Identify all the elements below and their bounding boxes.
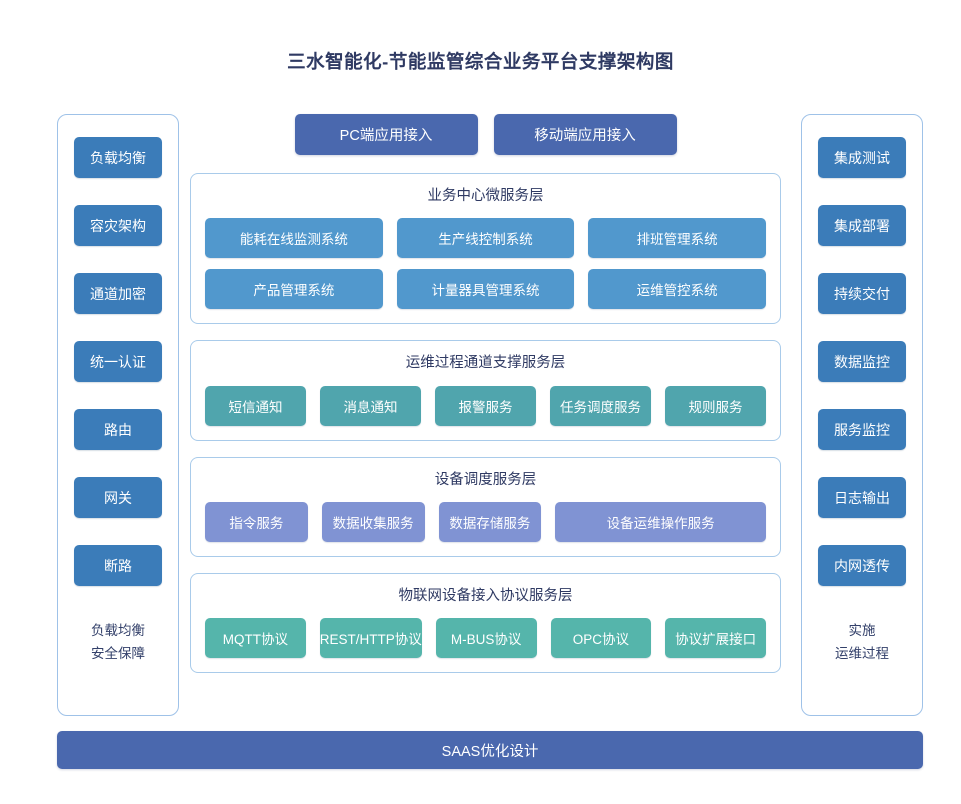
left-pillar-item-2[interactable]: 通道加密	[74, 273, 162, 314]
mobile-access-button[interactable]: 移动端应用接入	[493, 114, 677, 155]
node-product-management[interactable]: 产品管理系统	[205, 269, 383, 310]
left-pillar-item-6[interactable]: 断路	[74, 545, 162, 586]
node-rule-service[interactable]: 规则服务	[665, 385, 766, 426]
left-pillar-item-0[interactable]: 负载均衡	[74, 137, 162, 178]
node-protocol-extension-interface[interactable]: 协议扩展接口	[665, 618, 767, 659]
right-pillar-footer-line1: 实施	[848, 623, 876, 638]
layer-ops: 运维过程通道支撑服务层 短信通知 消息通知 报警服务 任务调度服务 规则服务	[190, 340, 781, 441]
right-pillar-item-2[interactable]: 持续交付	[818, 273, 906, 314]
right-pillar-item-0[interactable]: 集成测试	[818, 137, 906, 178]
saas-bar[interactable]: SAAS优化设计	[57, 731, 923, 769]
right-pillar-item-5[interactable]: 日志输出	[818, 477, 906, 518]
node-task-scheduling-service[interactable]: 任务调度服务	[550, 385, 651, 426]
layer-device-row-0: 指令服务 数据收集服务 数据存储服务 设备运维操作服务	[205, 501, 766, 542]
layer-business: 业务中心微服务层 能耗在线监测系统 生产线控制系统 排班管理系统 产品管理系统 …	[190, 173, 781, 325]
left-pillar: 负载均衡 容灾架构 通道加密 统一认证 路由 网关 断路 负载均衡 安全保障	[57, 114, 179, 716]
left-pillar-item-1[interactable]: 容灾架构	[74, 205, 162, 246]
layer-ops-row-0: 短信通知 消息通知 报警服务 任务调度服务 规则服务	[205, 385, 766, 426]
layer-device-title: 设备调度服务层	[434, 471, 537, 488]
left-pillar-footer-line2: 安全保障	[91, 646, 145, 662]
node-mqtt-protocol[interactable]: MQTT协议	[205, 618, 306, 659]
node-command-service[interactable]: 指令服务	[205, 501, 308, 542]
layer-ops-title: 运维过程通道支撑服务层	[405, 355, 566, 372]
layer-iot-title: 物联网设备接入协议服务层	[398, 587, 573, 604]
node-device-ops-service[interactable]: 设备运维操作服务	[555, 501, 766, 542]
left-pillar-item-3[interactable]: 统一认证	[74, 341, 162, 382]
layer-business-row-0: 能耗在线监测系统 生产线控制系统 排班管理系统	[205, 218, 767, 259]
center-stack: PC端应用接入 移动端应用接入 业务中心微服务层 能耗在线监测系统 生产线控制系…	[190, 114, 781, 716]
node-shift-management[interactable]: 排班管理系统	[588, 218, 767, 259]
node-mbus-protocol[interactable]: M-BUS协议	[435, 618, 537, 659]
left-pillar-footer: 负载均衡 安全保障	[91, 619, 145, 665]
right-pillar-item-6[interactable]: 内网透传	[818, 545, 906, 586]
node-alarm-service[interactable]: 报警服务	[435, 385, 536, 426]
node-opc-protocol[interactable]: OPC协议	[550, 618, 652, 659]
left-pillar-footer-line1: 负载均衡	[91, 623, 145, 638]
node-rest-http-protocol[interactable]: REST/HTTP协议	[319, 618, 422, 659]
left-pillar-item-4[interactable]: 路由	[74, 409, 162, 450]
page-title: 三水智能化-节能监管综合业务平台支撑架构图	[287, 51, 674, 72]
right-pillar-item-4[interactable]: 服务监控	[818, 409, 906, 450]
right-pillar: 集成测试 集成部署 持续交付 数据监控 服务监控 日志输出 内网透传 实施 运维…	[801, 114, 923, 716]
node-metering-device-management[interactable]: 计量器具管理系统	[396, 269, 575, 310]
pc-access-button[interactable]: PC端应用接入	[294, 114, 478, 155]
node-energy-monitoring[interactable]: 能耗在线监测系统	[205, 218, 383, 259]
right-pillar-item-1[interactable]: 集成部署	[818, 205, 906, 246]
node-operations-control[interactable]: 运维管控系统	[588, 269, 767, 310]
left-pillar-item-5[interactable]: 网关	[74, 477, 162, 518]
layer-business-row-1: 产品管理系统 计量器具管理系统 运维管控系统	[205, 269, 767, 310]
node-production-line-control[interactable]: 生产线控制系统	[396, 218, 575, 259]
node-message-notification[interactable]: 消息通知	[320, 385, 421, 426]
layer-iot-row-0: MQTT协议 REST/HTTP协议 M-BUS协议 OPC协议 协议扩展接口	[205, 618, 767, 659]
application-access-row: PC端应用接入 移动端应用接入	[190, 114, 781, 155]
layer-business-title: 业务中心微服务层	[427, 188, 544, 204]
node-sms-notification[interactable]: 短信通知	[205, 385, 306, 426]
layer-iot: 物联网设备接入协议服务层 MQTT协议 REST/HTTP协议 M-BUS协议 …	[190, 572, 781, 674]
right-pillar-footer-line2: 运维过程	[835, 646, 889, 662]
right-pillar-item-3[interactable]: 数据监控	[818, 341, 906, 382]
node-data-collection-service[interactable]: 数据收集服务	[321, 501, 425, 542]
node-data-storage-service[interactable]: 数据存储服务	[438, 501, 542, 542]
right-pillar-footer: 实施 运维过程	[835, 619, 889, 665]
layer-device: 设备调度服务层 指令服务 数据收集服务 数据存储服务 设备运维操作服务	[190, 456, 781, 557]
